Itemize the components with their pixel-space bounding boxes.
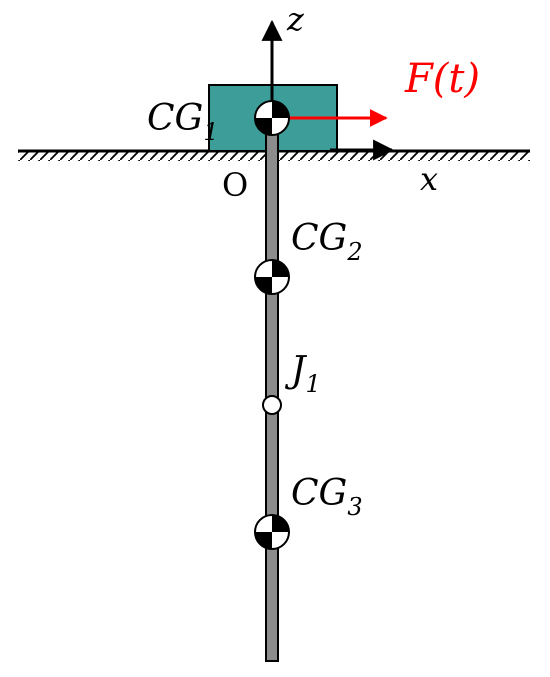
joint-j1-marker <box>262 395 282 415</box>
force-label: F(t) <box>404 56 480 102</box>
cg3-label-main: CG <box>291 473 347 514</box>
cg1-label-sub: 1 <box>203 118 218 146</box>
pendulum-rod <box>265 118 279 662</box>
cg2-label: CG2 <box>291 218 363 266</box>
cg1-label-main: CG <box>147 98 203 139</box>
origin-label: O <box>222 166 248 204</box>
joint-j1-label-main: J <box>284 350 308 391</box>
cg2-label-main: CG <box>291 218 347 259</box>
cg1-label: CG1 <box>147 98 219 146</box>
cg1-marker <box>254 100 290 136</box>
x-axis-label: x <box>420 160 438 198</box>
cg2-label-sub: 2 <box>346 238 362 266</box>
z-axis-label: z <box>286 0 305 38</box>
cg3-marker <box>254 514 290 550</box>
joint-j1-label: J1 <box>284 350 321 398</box>
joint-j1-label-sub: 1 <box>305 370 320 398</box>
cg2-marker <box>254 259 290 295</box>
cg3-label: CG3 <box>291 473 363 521</box>
cg3-label-sub: 3 <box>347 493 362 521</box>
